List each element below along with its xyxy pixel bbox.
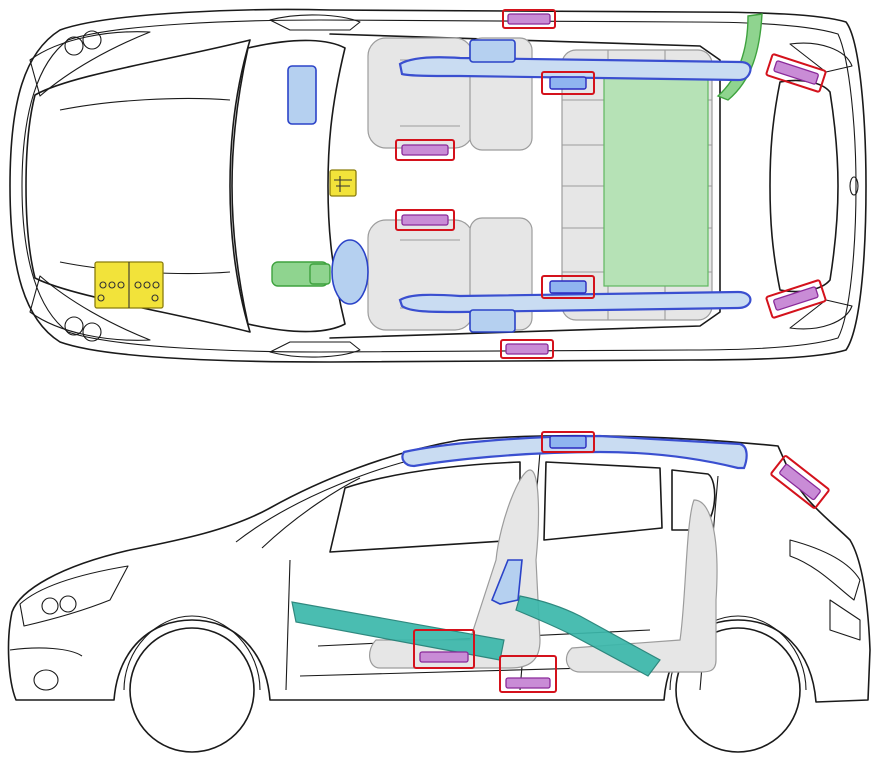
curtain-airbag-right — [398, 290, 752, 314]
rear-reinforcement-tube — [716, 13, 763, 101]
front-seats — [367, 37, 533, 331]
rear-wheel — [675, 627, 801, 753]
side-airbag-front-right — [469, 309, 516, 333]
side-airbag-front-left — [469, 39, 516, 63]
hood-outline — [25, 39, 251, 333]
mirror-right — [269, 341, 361, 358]
side-headlight — [19, 565, 129, 627]
side-window-rear — [543, 461, 663, 541]
top-body-outline — [9, 8, 867, 363]
door-reinforcement-rear — [515, 595, 661, 677]
top-view — [9, 8, 867, 363]
side-body-outline — [7, 434, 871, 703]
curtain-airbag-left — [398, 56, 752, 82]
battery-icon — [94, 261, 164, 309]
pretensioner-boxes-top — [395, 9, 827, 359]
side-seats — [369, 469, 718, 673]
pretensioner-boxes-side — [413, 431, 830, 693]
side-airbag-seat — [490, 559, 523, 605]
front-wheel — [129, 627, 255, 753]
side-view — [7, 431, 871, 753]
reinforcement-zone — [603, 77, 709, 287]
side-window-front — [329, 461, 521, 553]
dashboard-airbag — [287, 65, 317, 125]
mirror-left — [269, 14, 361, 31]
headlight-right — [29, 275, 151, 341]
steering-wheel-airbag — [331, 239, 369, 305]
airbag-control-unit-icon — [329, 169, 357, 197]
rear-window — [769, 79, 839, 293]
headlight-left — [29, 31, 151, 97]
windscreen — [231, 39, 346, 333]
